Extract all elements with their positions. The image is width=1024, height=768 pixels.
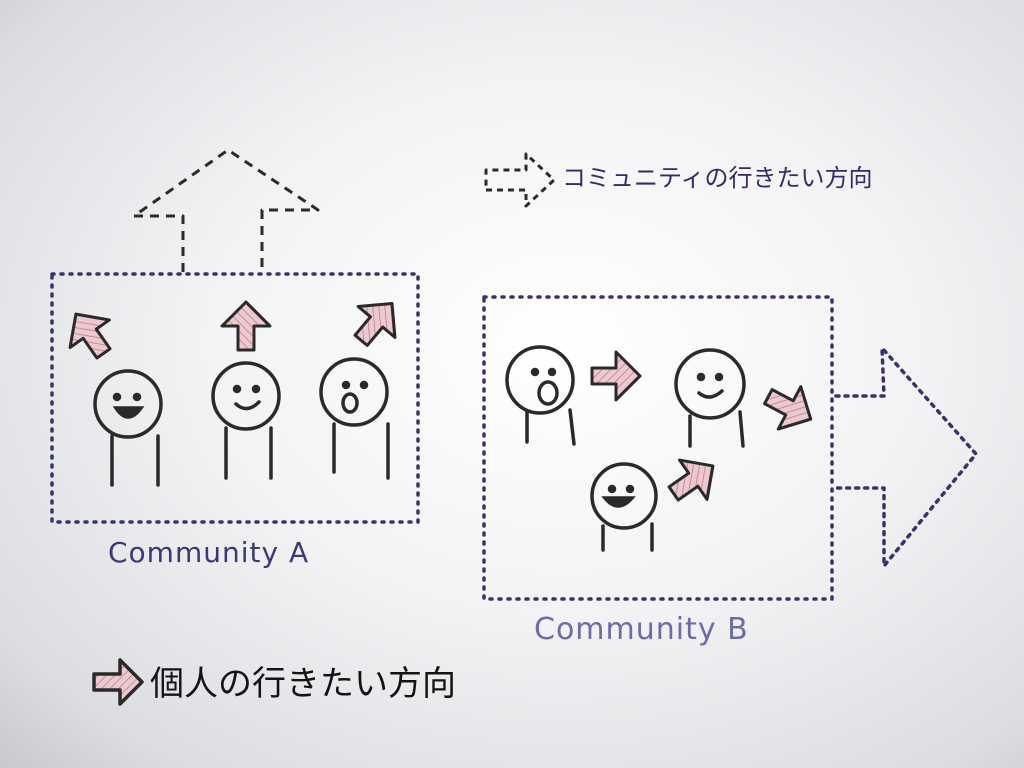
legend-community-text: コミュニティの行きたい方向 [562,164,873,192]
community-a-person-1 [93,369,163,487]
legend-individual-arrow [92,658,144,706]
community-b-person-1 [505,345,576,446]
community-a-direction-arrow [132,148,320,272]
community-a-person-3 [319,357,390,480]
community-b-individual-arrow-2 [763,385,813,431]
community-b-person-2 [674,348,746,448]
legend-individual-text: 個人の行きたい方向 [150,664,456,704]
community-b-person-3 [590,462,658,552]
community-a-person-2 [211,361,281,480]
community-b-individual-arrow-1 [590,350,642,402]
community-b-direction-arrow [834,346,978,568]
community-a-individual-arrow-2 [220,300,272,352]
community-b-label: Community B [534,612,749,647]
community-a-individual-arrow-3 [353,302,397,347]
community-a-box [50,272,420,524]
community-b-box [482,295,834,601]
community-a-label: Community A [108,536,310,569]
legend-community-arrow [484,152,556,208]
community-a-individual-arrow-1 [68,312,112,360]
community-b-individual-arrow-3 [667,458,715,502]
